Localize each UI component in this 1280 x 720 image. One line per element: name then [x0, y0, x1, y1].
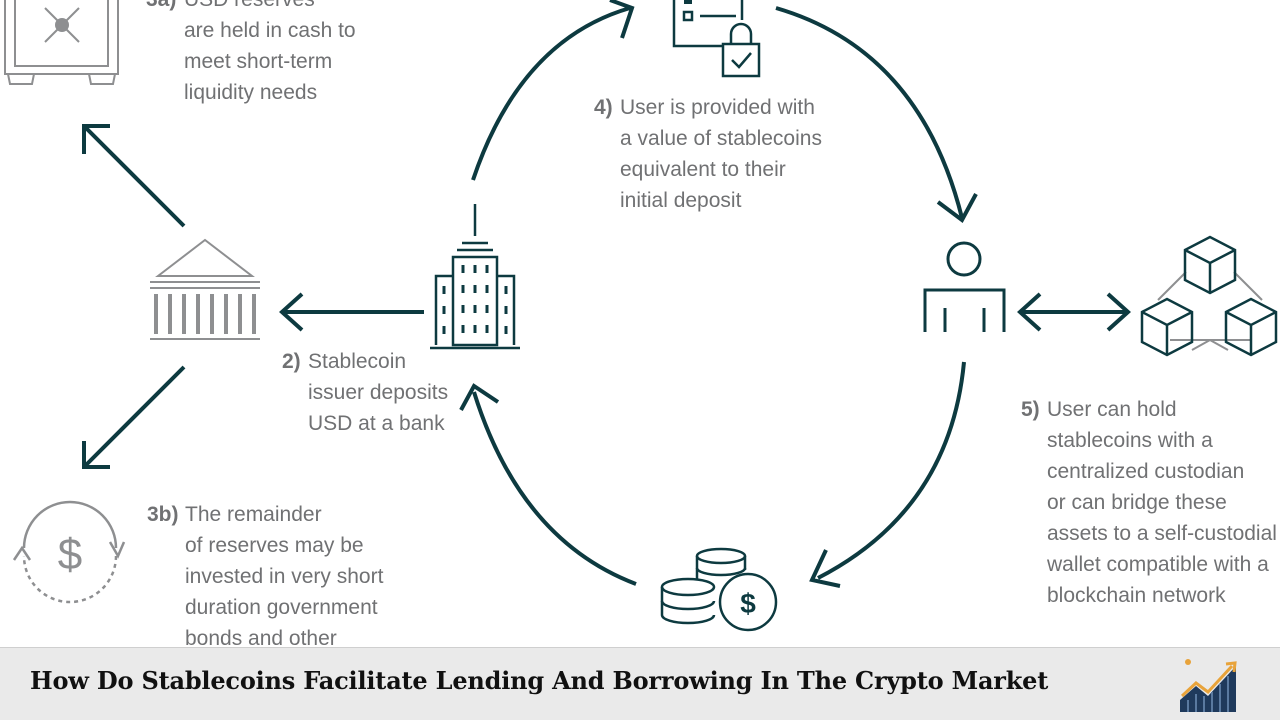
office-building-icon — [430, 204, 520, 350]
step-4-line-3: equivalent to their — [620, 158, 786, 181]
step-3a-line-2: are held in cash to — [184, 19, 356, 42]
step-2-text: 2) Stablecoin issuer deposits USD at a b… — [282, 346, 448, 439]
coins-dollar-icon: $ — [660, 547, 778, 632]
flow-arrows — [82, 0, 1131, 588]
footer-title: How Do Stablecoins Facilitate Lending An… — [30, 666, 1049, 695]
step-3b-line-2: of reserves may be — [185, 534, 364, 557]
svg-text:$: $ — [58, 530, 82, 579]
step-3b-line-3: invested in very short — [185, 565, 384, 588]
vault-icon — [4, 0, 119, 85]
document-lock-icon — [672, 0, 761, 78]
blockchain-cubes-icon — [1140, 235, 1278, 357]
step-4-line-1: User is provided with — [620, 96, 815, 119]
step-5-line-5: assets to a self-custodial — [1047, 522, 1277, 545]
arrow-issuer-to-document — [471, 6, 631, 181]
bank-icon — [150, 238, 260, 340]
step-3a-line-3: meet short-term — [184, 50, 333, 73]
step-3a-line-1: USD reserves — [184, 0, 356, 15]
arrow-bank-to-vault — [82, 124, 186, 228]
dollar-cycle-icon: $ — [12, 500, 126, 604]
step-2-line-1: Stablecoin — [308, 350, 407, 373]
arrow-bank-to-dollar-cycle — [82, 365, 186, 469]
footer-bar: How Do Stablecoins Facilitate Lending An… — [0, 647, 1280, 720]
step-3b-number: 3b) — [147, 503, 179, 526]
step-2-line-2: issuer deposits — [308, 381, 449, 404]
arrow-user-to-coins — [817, 361, 966, 580]
growth-chart-logo-icon[interactable] — [1178, 656, 1240, 714]
step-3b-line-5: bonds and other — [185, 627, 337, 650]
step-5-line-1: User can hold — [1047, 398, 1177, 421]
arrow-coins-to-issuer — [472, 391, 637, 586]
step-5-line-6: wallet compatible with a — [1047, 553, 1269, 576]
step-3a-text: 3a) USD reserves are held in cash to mee… — [146, 0, 356, 108]
step-3b-line-4: duration government — [185, 596, 378, 619]
step-5-line-4: or can bridge these — [1047, 491, 1227, 514]
step-2-number: 2) — [282, 350, 301, 373]
step-5-line-3: centralized custodian — [1047, 460, 1245, 483]
step-2-line-3: USD at a bank — [308, 412, 445, 435]
step-3a-line-4: liquidity needs — [184, 81, 318, 104]
step-4-text: 4) User is provided with a value of stab… — [594, 92, 822, 216]
step-4-number: 4) — [594, 96, 613, 119]
step-5-number: 5) — [1021, 398, 1040, 421]
stablecoin-flow-diagram: $ $ — [4, 0, 1278, 632]
step-5-text: 5) User can hold stablecoins with a cent… — [1021, 394, 1277, 611]
arrow-document-to-user — [775, 6, 964, 219]
step-4-line-4: initial deposit — [620, 189, 742, 212]
user-icon — [923, 241, 1006, 332]
step-4-line-2: a value of stablecoins — [620, 127, 822, 150]
step-5-line-2: stablecoins with a — [1047, 429, 1213, 452]
step-5-line-7: blockchain network — [1047, 584, 1226, 607]
step-3b-line-1: The remainder — [185, 503, 322, 526]
svg-text:$: $ — [740, 588, 756, 619]
step-3a-number: 3a) — [146, 0, 176, 15]
step-3b-text: 3b) The remainder of reserves may be inv… — [147, 499, 383, 654]
